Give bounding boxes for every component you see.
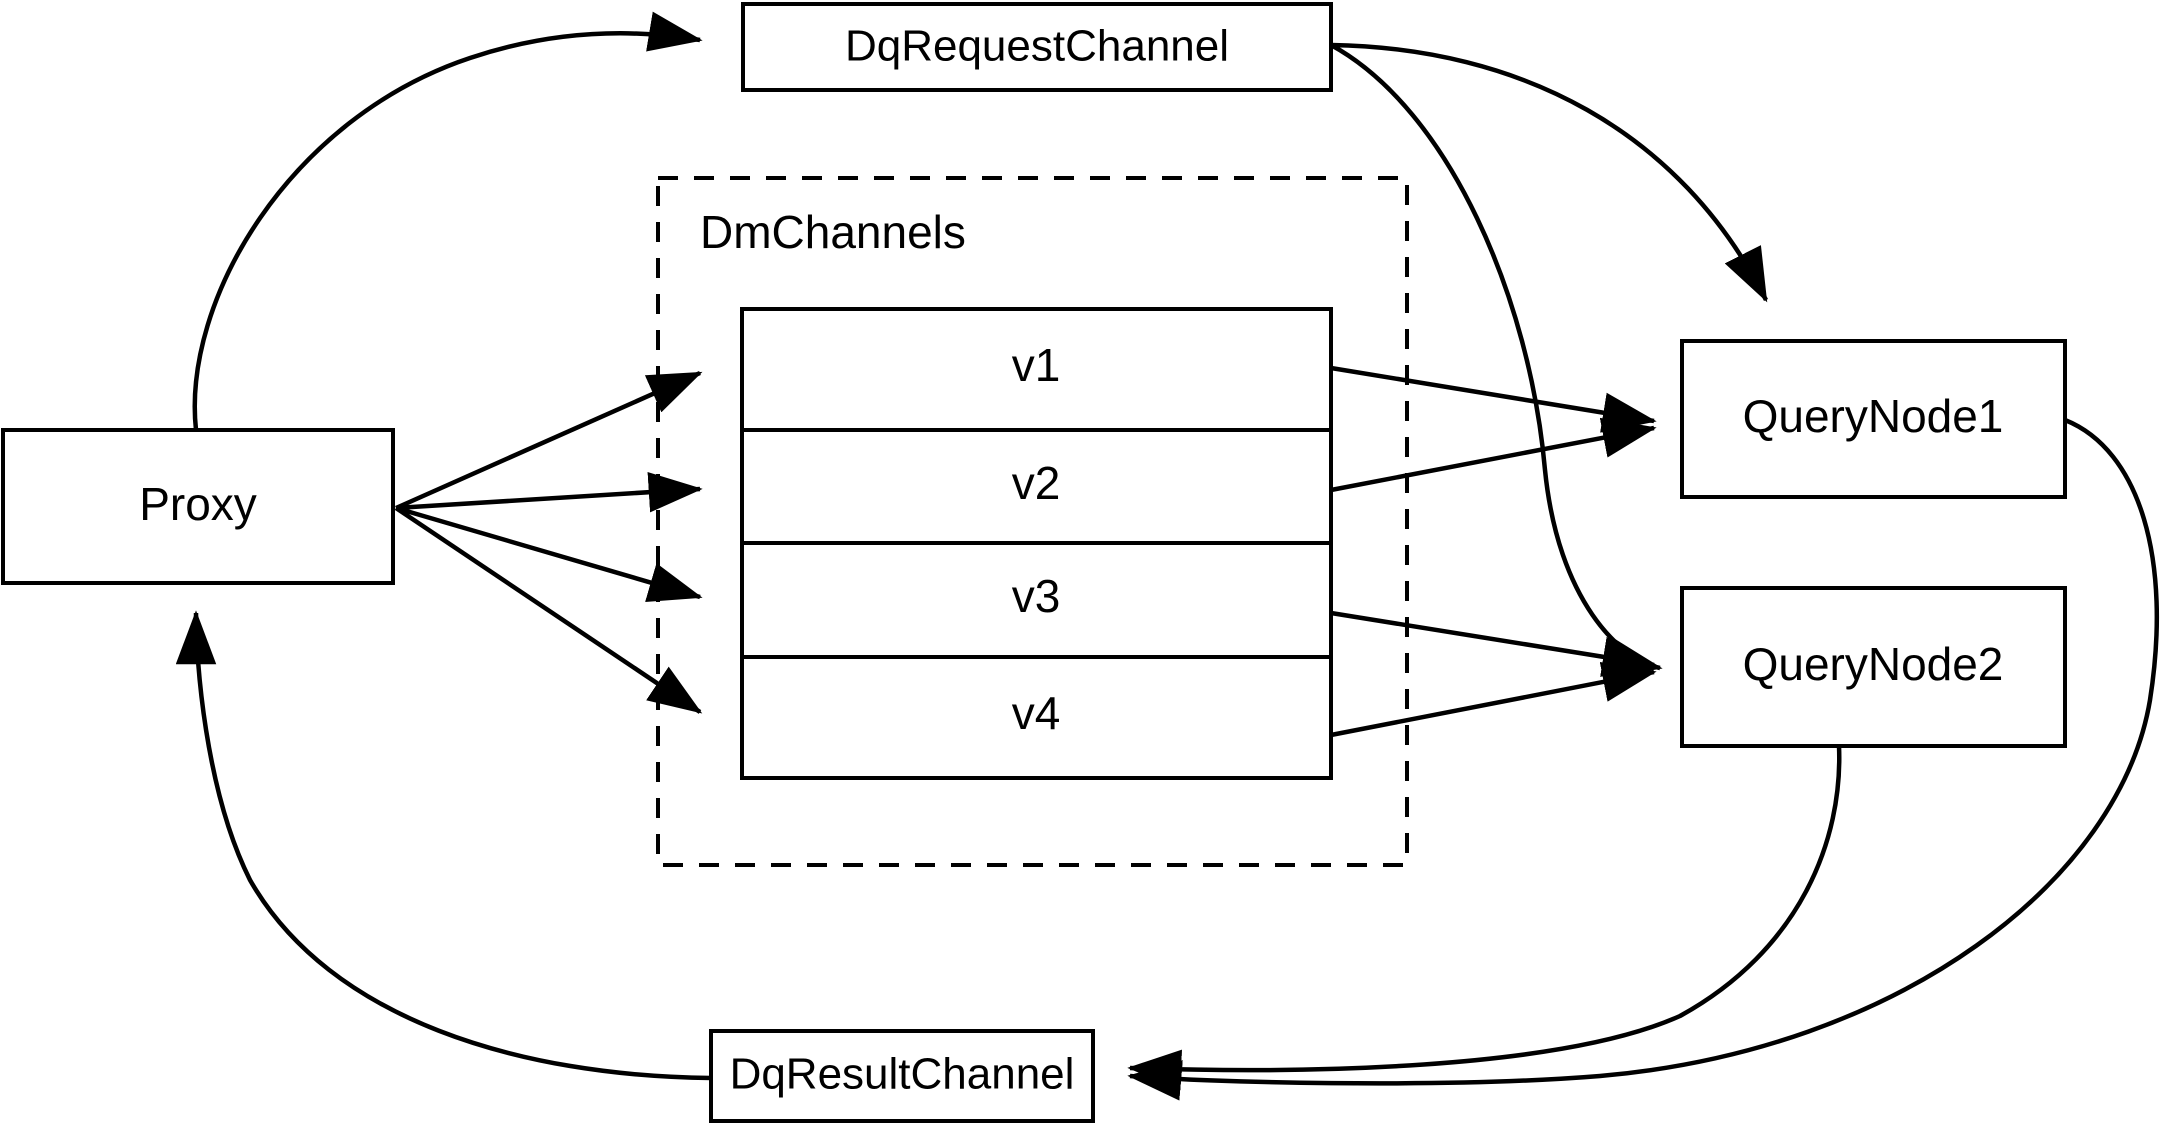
channel-stack: v1 v2 v3 v4 bbox=[740, 307, 1333, 780]
node-proxy-label: Proxy bbox=[139, 478, 257, 530]
node-querynode2-label: QueryNode2 bbox=[1743, 638, 2004, 690]
edge-dqrequestchannel-to-querynode1 bbox=[1330, 42, 1769, 303]
node-querynode2[interactable]: QueryNode2 bbox=[1680, 586, 2067, 748]
edge-v2-to-querynode1 bbox=[1330, 417, 1657, 493]
node-querynode2-rect[interactable] bbox=[1680, 586, 2067, 748]
node-dqrequestchannel[interactable]: DqRequestChannel bbox=[741, 2, 1333, 92]
edge-proxy-to-v3 bbox=[395, 505, 703, 603]
dmchannels-group-label: DmChannels bbox=[700, 206, 966, 258]
edge-v3-to-querynode2 bbox=[1330, 610, 1657, 677]
channel-row-label-v4[interactable]: v4 bbox=[1012, 687, 1061, 739]
node-querynode1-label: QueryNode1 bbox=[1743, 390, 2004, 442]
node-querynode1[interactable]: QueryNode1 bbox=[1680, 339, 2067, 499]
node-dqresultchannel-label: DqResultChannel bbox=[730, 1050, 1075, 1099]
node-dqrequestchannel-label: DqRequestChannel bbox=[845, 22, 1229, 71]
edge-querynode1-to-dqresultchannel bbox=[1127, 417, 2160, 1101]
channel-row-label-v1[interactable]: v1 bbox=[1012, 339, 1061, 391]
edge-proxy-to-v1 bbox=[395, 370, 703, 511]
node-dqresultchannel-rect[interactable] bbox=[709, 1029, 1095, 1123]
node-proxy-rect[interactable] bbox=[1, 428, 395, 585]
edge-proxy-to-v4 bbox=[394, 506, 703, 714]
node-dqresultchannel[interactable]: DqResultChannel bbox=[709, 1029, 1095, 1123]
edge-dqrequestchannel-to-querynode2 bbox=[1329, 43, 1663, 678]
channel-row-label-v2[interactable]: v2 bbox=[1012, 457, 1061, 509]
dmchannels-group-border bbox=[656, 176, 1409, 867]
node-dqrequestchannel-rect[interactable] bbox=[741, 2, 1333, 92]
channel-row-label-v3[interactable]: v3 bbox=[1012, 570, 1061, 622]
edge-v4-to-querynode2 bbox=[1330, 661, 1657, 738]
edge-dqresultchannel-to-proxy bbox=[175, 610, 712, 1081]
edge-v1-to-querynode1 bbox=[1330, 365, 1657, 433]
node-proxy[interactable]: Proxy bbox=[1, 428, 395, 585]
edge-querynode2-to-dqresultchannel bbox=[1127, 745, 1842, 1091]
edge-proxy-to-v2 bbox=[395, 471, 703, 513]
node-querynode1-rect[interactable] bbox=[1680, 339, 2067, 499]
edge-proxy-to-dqrequestchannel bbox=[192, 11, 703, 431]
dmchannels-group: DmChannels bbox=[656, 176, 1409, 867]
